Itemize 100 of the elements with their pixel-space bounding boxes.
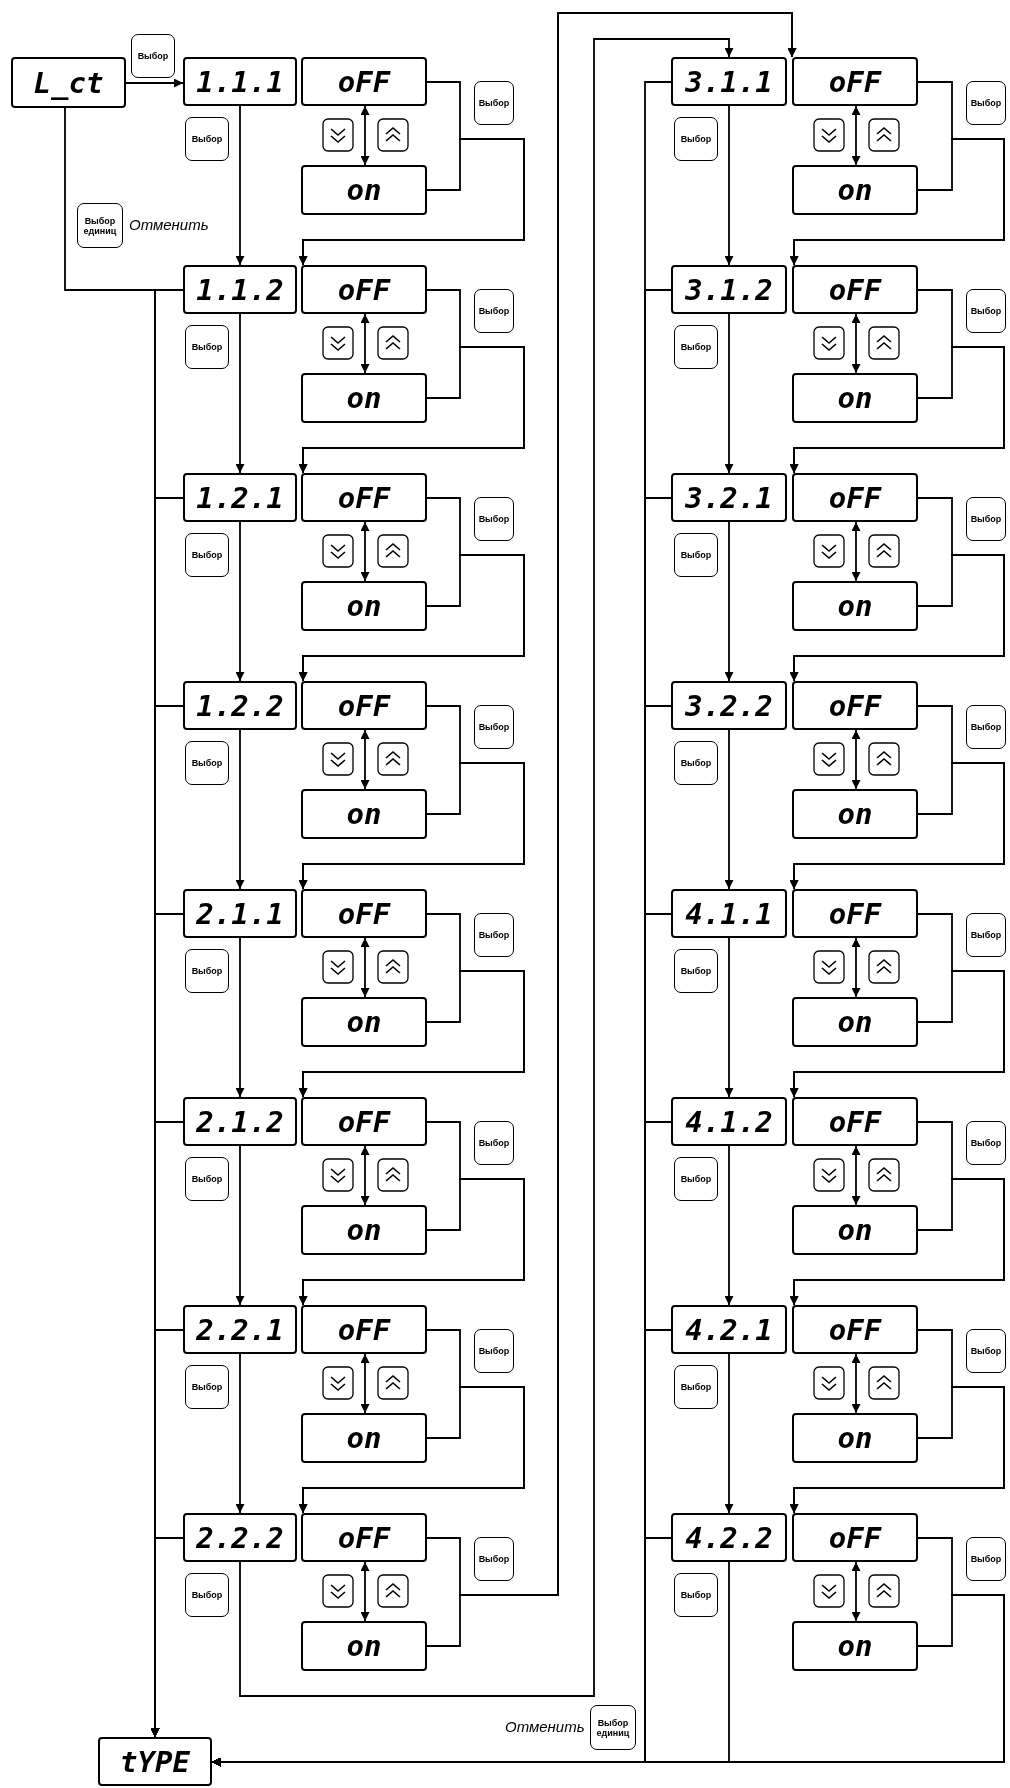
display-box: 3.2.2 [671,681,787,730]
key-label: Выбор [966,1121,1006,1165]
arrow [235,521,245,682]
display-box: oFF [792,1513,918,1562]
display-box: on [301,1413,427,1463]
key-label: Выбор [185,325,229,369]
display-box: on [301,581,427,631]
arrow [851,521,861,582]
key-label: Выбор [674,325,718,369]
display-box: on [792,997,918,1047]
key-label: Выбор [474,1121,514,1165]
arrow [150,1537,184,1738]
key-label: Выбор [674,949,718,993]
display-box: on [301,1205,427,1255]
key-label: Выбор [185,1365,229,1409]
display-box: 1.2.2 [183,681,297,730]
arrow [360,1145,370,1206]
display-box: 1.1.2 [183,265,297,314]
display-box: 4.1.2 [671,1097,787,1146]
display-box: 2.1.2 [183,1097,297,1146]
arrow [298,762,525,890]
arrow [298,346,525,474]
display-box: on [792,165,918,215]
display-box: oFF [792,1305,918,1354]
display-box: L_ct [11,57,126,108]
arrow [239,38,734,1697]
key-label: Выбор [185,949,229,993]
key-label: Выбор [185,1157,229,1201]
arrow [298,1386,525,1514]
arrow [724,1353,734,1514]
arrow [724,313,734,474]
arrow [235,729,245,890]
key-label: Выбор [966,705,1006,749]
arrow [360,1353,370,1414]
arrow [851,729,861,790]
arrow [298,970,525,1098]
arrow [851,1561,861,1622]
display-box: on [301,789,427,839]
arrow [125,78,184,88]
display-box: 1.1.1 [183,57,297,106]
arrow [360,105,370,166]
key-label: Выбор [185,741,229,785]
display-box: 2.2.2 [183,1513,297,1562]
arrow [789,1178,1005,1306]
key-label: Выбор [674,1573,718,1617]
display-box: on [301,373,427,423]
arrow [235,937,245,1098]
display-box: on [792,581,918,631]
key-label: Выбор [966,913,1006,957]
arrow [235,1353,245,1514]
arrow [789,1386,1005,1514]
display-box: oFF [301,265,427,314]
key-label: Выбор [966,1329,1006,1373]
arrow [851,313,861,374]
key-label: Выбор [966,81,1006,125]
display-box: 3.2.1 [671,473,787,522]
display-box: oFF [792,473,918,522]
key-label: Выбор [674,741,718,785]
arrow [789,554,1005,682]
display-box: 2.1.1 [183,889,297,938]
display-box: oFF [301,889,427,938]
display-box: on [792,373,918,423]
arrow [360,313,370,374]
display-box: oFF [301,473,427,522]
display-box: 2.2.1 [183,1305,297,1354]
display-box: 1.2.1 [183,473,297,522]
key-label: Выбор [966,497,1006,541]
arrow [851,1353,861,1414]
arrow [360,1561,370,1622]
arrow [360,521,370,582]
display-box: on [301,1621,427,1671]
display-box: 4.2.1 [671,1305,787,1354]
key-label: Выбор [474,289,514,333]
arrow [724,937,734,1098]
display-box: oFF [301,681,427,730]
arrow [851,105,861,166]
key-label: Выбор единиц [590,1705,636,1750]
display-box: oFF [792,889,918,938]
display-box: on [792,789,918,839]
key-label: Выбор [674,1365,718,1409]
arrow [360,729,370,790]
display-box: on [301,165,427,215]
display-box: oFF [301,1097,427,1146]
key-label: Выбор [674,1157,718,1201]
arrow [789,970,1005,1098]
arrow [789,346,1005,474]
key-label: Выбор [185,533,229,577]
display-box: 3.1.2 [671,265,787,314]
display-box: oFF [792,681,918,730]
display-box: oFF [301,57,427,106]
key-label: Выбор [131,34,175,78]
arrow [724,521,734,682]
display-box: tYPE [98,1737,212,1786]
display-box: 4.2.2 [671,1513,787,1562]
arrow [360,937,370,998]
display-box: oFF [301,1513,427,1562]
key-label: Выбор [474,81,514,125]
arrow [235,1145,245,1306]
key-label: Выбор [185,117,229,161]
display-box: on [301,997,427,1047]
